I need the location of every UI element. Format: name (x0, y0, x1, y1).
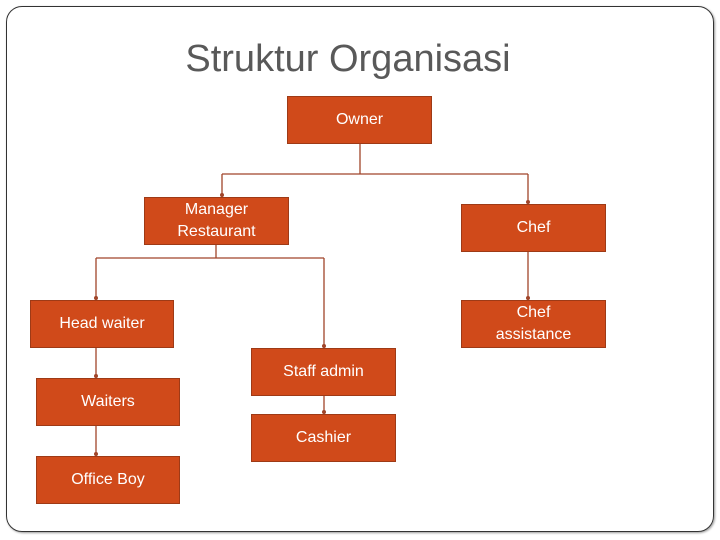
node-chef-assistance: Chef assistance (461, 300, 606, 348)
node-head-waiter: Head waiter (30, 300, 174, 348)
node-manager-restaurant: Manager Restaurant (144, 197, 289, 245)
connector-manager (95, 245, 325, 348)
node-owner: Owner (287, 96, 432, 144)
node-waiters: Waiters (36, 378, 180, 426)
node-office-boy: Office Boy (36, 456, 180, 504)
node-staff-admin: Staff admin (251, 348, 396, 396)
slide-title: Struktur Organisasi (185, 38, 511, 80)
slide-frame (6, 6, 714, 532)
connector-owner (221, 144, 529, 204)
node-chef: Chef (461, 204, 606, 252)
node-cashier: Cashier (251, 414, 396, 462)
